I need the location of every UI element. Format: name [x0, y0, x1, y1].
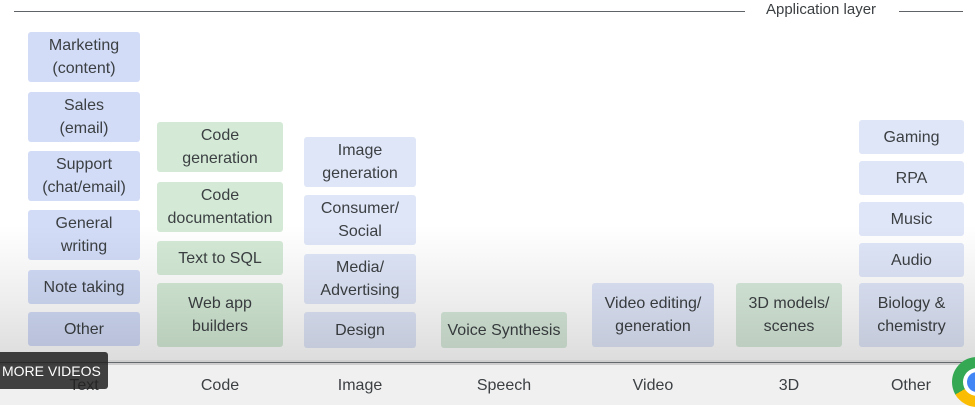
top-rule-left	[14, 11, 745, 12]
box-code-0: Code generation	[157, 122, 283, 172]
column-label-other: Other	[890, 377, 931, 394]
box-text-5: Other	[28, 312, 140, 346]
box-image-3: Design	[304, 312, 416, 348]
box-image-0: Image generation	[304, 137, 416, 187]
column-label-video: Video	[632, 377, 674, 394]
box-image-2: Media/ Advertising	[304, 254, 416, 304]
box-text-1: Sales (email)	[28, 92, 140, 142]
application-layer-label: Application layer	[765, 1, 877, 18]
more-videos-button[interactable]: MORE VIDEOS	[0, 352, 108, 389]
box-other-0: Gaming	[859, 120, 964, 154]
box-code-3: Web app builders	[157, 283, 283, 347]
top-rule-right	[899, 11, 963, 12]
box-video-0: Video editing/ generation	[592, 283, 714, 347]
google-logo-icon	[952, 357, 975, 407]
box-other-4: Biology & chemistry	[859, 283, 964, 347]
column-label-image: Image	[337, 377, 383, 394]
box-speech-0: Voice Synthesis	[441, 312, 567, 348]
box-code-2: Text to SQL	[157, 241, 283, 275]
baseline-rule	[0, 362, 975, 363]
box-text-0: Marketing (content)	[28, 32, 140, 82]
box-code-1: Code documentation	[157, 182, 283, 232]
box-text-3: General writing	[28, 210, 140, 260]
box-other-1: RPA	[859, 161, 964, 195]
box-text-4: Note taking	[28, 270, 140, 304]
box-text-2: Support (chat/email)	[28, 151, 140, 201]
box-image-1: Consumer/ Social	[304, 195, 416, 245]
box-other-3: Audio	[859, 243, 964, 277]
box-3d-0: 3D models/ scenes	[736, 283, 842, 347]
column-label-code: Code	[200, 377, 240, 394]
column-label-speech: Speech	[476, 377, 532, 394]
column-label-3d: 3D	[778, 377, 800, 394]
box-other-2: Music	[859, 202, 964, 236]
